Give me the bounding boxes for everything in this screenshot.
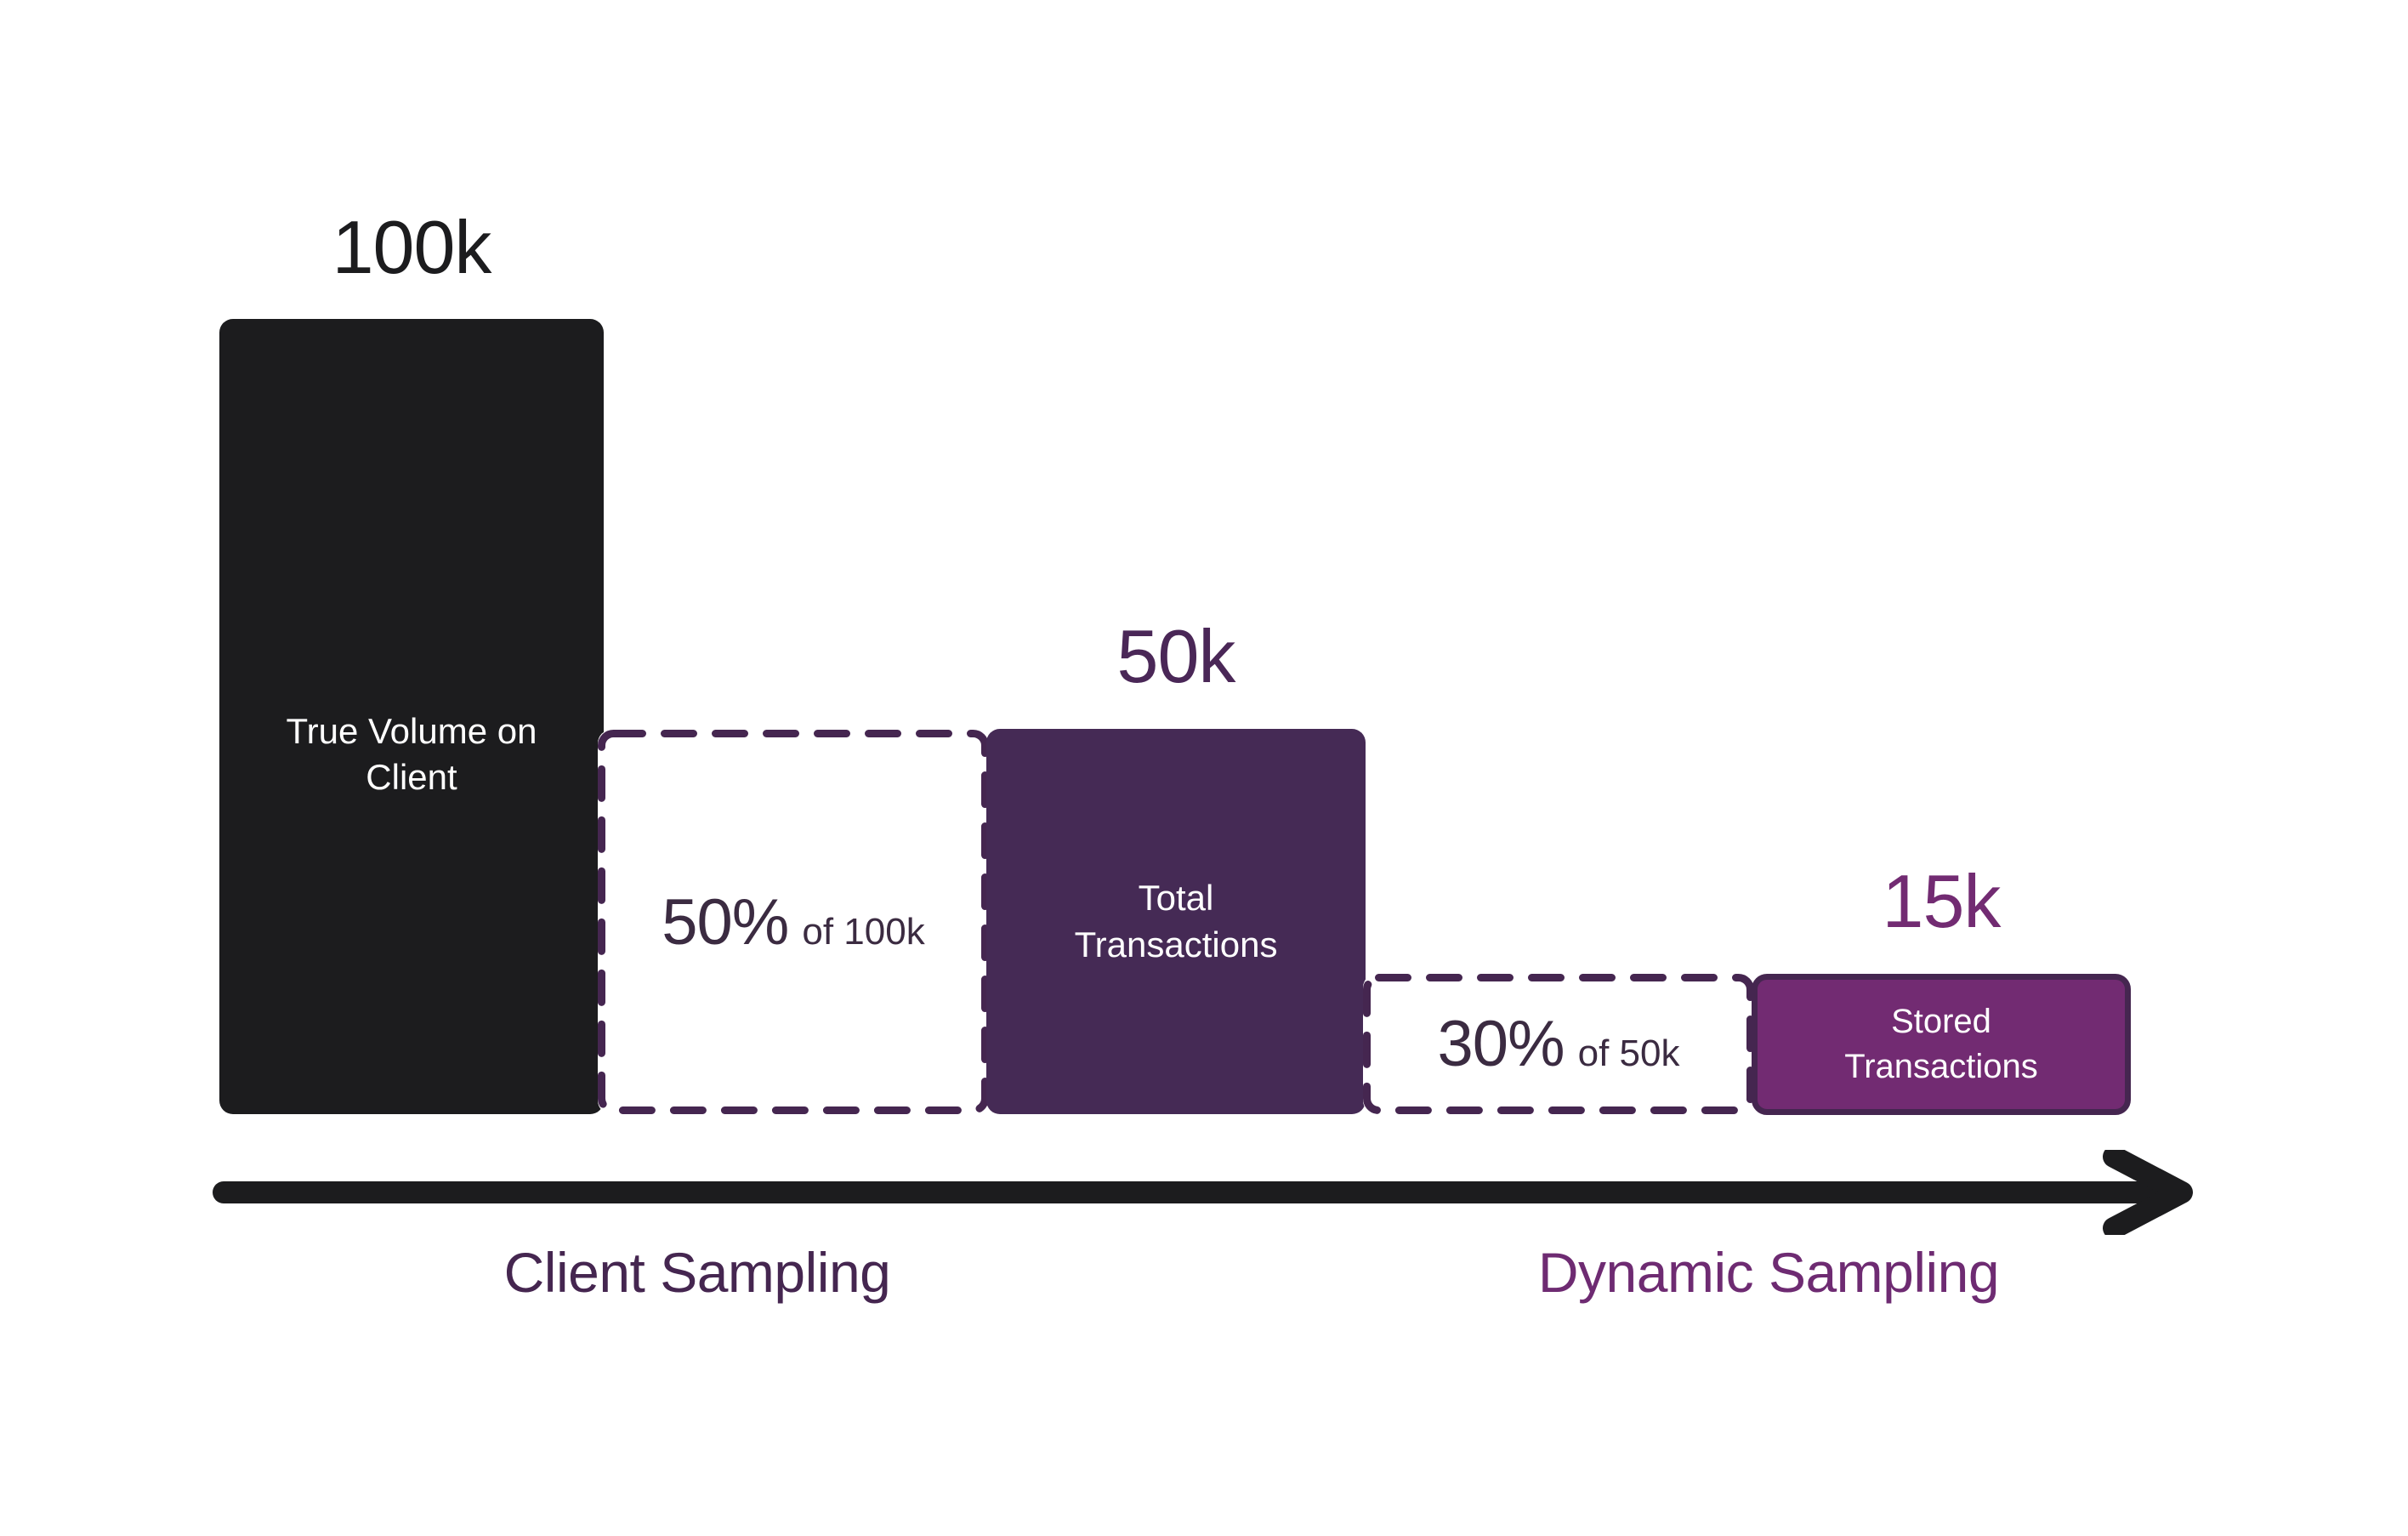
dynamic-sampling-percent: 30%	[1437, 1008, 1565, 1080]
client-sampling-percent: 50%	[662, 885, 789, 959]
bar-label-true-volume-line1: True Volume on	[286, 710, 537, 751]
caption-client-sampling: Client Sampling	[503, 1241, 891, 1304]
client-sampling-of-text: of 100k	[802, 910, 925, 953]
client-sampling-rate: 50% of 100k	[662, 885, 924, 959]
pipeline-arrow	[213, 1150, 2202, 1235]
value-label-true-volume: 100k	[332, 205, 492, 289]
dynamic-sampling-reduction-box: 30% of 50k	[1363, 974, 1754, 1114]
bar-total-transactions: Total Transactions	[986, 729, 1366, 1114]
bar-true-volume-on-client: True Volume on Client	[219, 319, 604, 1114]
bar-label-stored-transactions: Stored Transactions	[1780, 999, 2103, 1089]
arrow-right-icon	[213, 1150, 2193, 1235]
bar-label-total-transactions-line2: Transactions	[1074, 924, 1278, 964]
bar-label-true-volume-line2: Client	[366, 756, 457, 797]
dynamic-sampling-rate: 30% of 50k	[1438, 1007, 1680, 1081]
dynamic-sampling-of-text: of 50k	[1577, 1033, 1680, 1074]
bar-label-true-volume: True Volume on Client	[241, 708, 582, 800]
caption-dynamic-sampling: Dynamic Sampling	[1537, 1241, 2000, 1304]
bar-label-total-transactions-line1: Total	[1138, 877, 1214, 918]
bar-label-total-transactions: Total Transactions	[1014, 875, 1337, 968]
client-sampling-reduction-box: 50% of 100k	[598, 730, 989, 1114]
bar-stored-transactions: Stored Transactions	[1752, 974, 2131, 1115]
bar-label-stored-transactions-line2: Transactions	[1844, 1048, 2038, 1085]
bar-label-stored-transactions-line1: Stored	[1891, 1003, 1991, 1041]
value-label-stored-transactions: 15k	[1882, 859, 2002, 943]
value-label-total-transactions: 50k	[1116, 614, 1236, 698]
